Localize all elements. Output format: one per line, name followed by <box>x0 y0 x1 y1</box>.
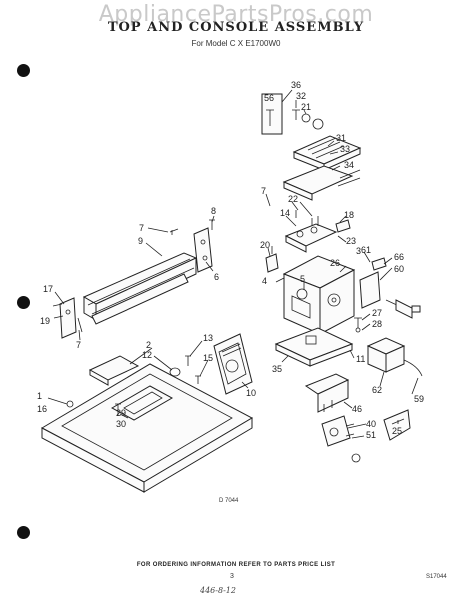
callout-20: 20 <box>260 240 270 250</box>
top-panel-part <box>40 363 254 493</box>
selector-switch-part <box>321 415 361 463</box>
callout-4: 4 <box>262 276 267 286</box>
page-number: 3 <box>230 573 234 580</box>
page-title: TOP AND CONSOLE ASSEMBLY <box>107 20 365 35</box>
handwritten-note: 446-8-12 <box>200 586 236 595</box>
callout-22: 22 <box>288 194 298 204</box>
callout-30: 30 <box>116 419 126 429</box>
callout-17: 17 <box>43 284 53 294</box>
bracket-part <box>193 227 213 273</box>
callout-51: 51 <box>366 430 376 440</box>
callout-29: 29 <box>116 408 126 418</box>
reference-code: S17044 <box>426 574 447 580</box>
terminal-box-part <box>366 337 423 377</box>
callout-1: 1 <box>37 391 42 401</box>
callout-34: 34 <box>344 160 354 170</box>
terminal-bracket-part <box>359 257 421 319</box>
callout-46: 46 <box>352 404 362 414</box>
callout-14: 14 <box>280 208 290 218</box>
callout-6: 6 <box>214 272 219 282</box>
callout-31: 31 <box>336 133 346 143</box>
callout-2: 2 <box>146 340 151 350</box>
support-bracket-part <box>282 165 361 201</box>
callout-19: 19 <box>40 316 50 326</box>
callout-10: 10 <box>246 388 256 398</box>
callout-35: 35 <box>272 364 282 374</box>
callout-59: 59 <box>414 394 424 404</box>
binder-hole-middle <box>17 296 30 309</box>
callout-11: 11 <box>356 354 365 364</box>
callout-21: 21 <box>301 102 311 112</box>
figure-code: D 7044 <box>219 498 239 504</box>
push-switch-part <box>265 246 279 273</box>
knob-screw-parts <box>261 93 324 135</box>
housing-screw-parts <box>354 317 362 333</box>
callout-60: 60 <box>394 264 404 274</box>
callout-26: 26 <box>330 258 340 268</box>
leader-lines-right <box>265 89 419 439</box>
callout-7: 7 <box>139 223 144 233</box>
housing-base-plate-part <box>274 327 354 367</box>
callout-18: 18 <box>344 210 354 220</box>
end-bracket-part <box>59 297 77 339</box>
callout-5: 5 <box>300 274 305 284</box>
callout-66: 66 <box>394 252 404 262</box>
watermark: AppliancePartsPros.com <box>98 2 374 27</box>
console-top-cover-part <box>292 135 362 171</box>
callout-27: 27 <box>372 308 382 318</box>
callout-36: 36 <box>291 80 301 90</box>
callout-56: 56 <box>264 93 274 103</box>
screw-parts <box>52 219 215 333</box>
callout-15: 15 <box>203 353 213 363</box>
binder-hole-top <box>17 64 30 77</box>
control-panel-part <box>213 333 253 395</box>
callout-62: 62 <box>372 385 382 395</box>
callout-33: 33 <box>340 144 350 154</box>
console-rail-part <box>82 252 198 325</box>
callout-8: 8 <box>211 206 216 216</box>
callout-7-lower: 7 <box>76 340 81 350</box>
callout-16: 16 <box>37 404 47 414</box>
callout-12: 12 <box>142 350 152 360</box>
callout-labels: 7 9 8 6 17 19 7 2 12 13 15 10 1 16 29 30… <box>37 80 424 440</box>
binder-hole-bottom <box>17 526 30 539</box>
switch-mount-part <box>284 210 351 253</box>
model-subtitle: For Model C X E1700W0 <box>191 39 281 48</box>
callout-3: 3 <box>356 246 361 256</box>
callout-9: 9 <box>138 236 143 246</box>
leader-lines-lower-left <box>47 340 249 419</box>
callout-28: 28 <box>372 319 382 329</box>
ordering-info-footer: FOR ORDERING INFORMATION REFER TO PARTS … <box>136 562 336 568</box>
callout-7-right: 7 <box>261 186 266 196</box>
callout-25: 25 <box>392 426 402 436</box>
switch-bracket-part <box>304 373 350 413</box>
console-cap-part <box>88 355 140 386</box>
callout-23: 23 <box>346 236 356 246</box>
leader-lines-left <box>54 215 215 341</box>
callout-13: 13 <box>203 333 213 343</box>
timer-housing-part <box>282 255 356 335</box>
callout-40: 40 <box>366 419 376 429</box>
callout-61: 61 <box>361 245 371 255</box>
callout-32: 32 <box>296 91 306 101</box>
